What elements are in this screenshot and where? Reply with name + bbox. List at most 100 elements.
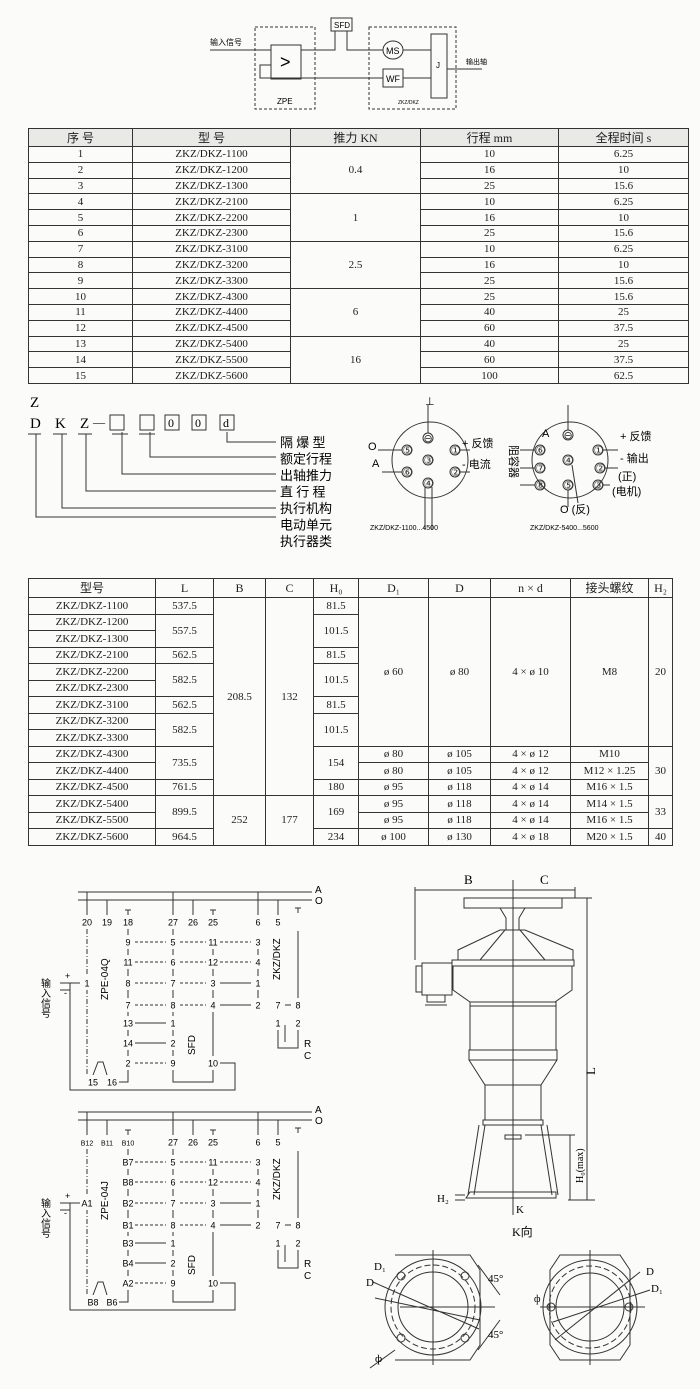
actuator-label: ZKZ/DKZ: [272, 1158, 283, 1200]
terminal-node: [166, 955, 180, 969]
column-header: 型号: [28, 578, 156, 598]
terminal-node: [121, 1135, 135, 1149]
terminal-number: B2: [122, 1199, 133, 1209]
terminal-node: [251, 1196, 265, 1210]
table-cell: ø 130: [428, 828, 491, 846]
terminal-number: 4: [210, 1221, 215, 1231]
terminal-number: 1: [255, 1199, 260, 1209]
code-box-value: 0: [195, 416, 201, 430]
terminal-node: [206, 998, 220, 1012]
pin-number: ③: [594, 480, 604, 492]
code-letter-k: K: [55, 416, 66, 432]
terminal-node: [251, 1218, 265, 1232]
table-cell: ø 95: [358, 778, 429, 796]
table-cell: ø 105: [428, 762, 491, 780]
terminal-number: 2: [295, 1239, 300, 1249]
terminal-node: [206, 1196, 220, 1210]
pin-diagram-caption-2: ZKZ/DKZ-5400...5600: [530, 525, 599, 532]
terminal-node: [186, 1135, 200, 1149]
terminal-number: 14: [123, 1039, 133, 1049]
table-cell: 132: [265, 597, 314, 796]
junction-box: [421, 962, 453, 996]
terminal-node: [86, 1075, 100, 1089]
terminal-node: [206, 1218, 220, 1232]
table-cell: 537.5: [155, 597, 214, 615]
ms-label: MS: [386, 46, 400, 56]
terminal-node: [166, 1155, 180, 1169]
table-cell: 169: [313, 795, 359, 829]
terminal-node: [166, 1218, 180, 1232]
terminal-node: [206, 1175, 220, 1189]
terminal-node: [121, 1056, 135, 1070]
terminal-number: 10: [208, 1279, 218, 1289]
pin-number: ⊖: [424, 433, 433, 445]
table-cell: 81.5: [313, 597, 359, 615]
pin-number: ④: [424, 478, 434, 490]
table-cell: 101.5: [313, 712, 359, 747]
terminal-node: [271, 1016, 285, 1030]
terminal-number: B3: [122, 1239, 133, 1249]
terminal-node: [206, 935, 220, 949]
terminal-node: [121, 1256, 135, 1270]
terminal-node: [166, 1276, 180, 1290]
pin-number: ②: [596, 463, 606, 475]
code-box-value: 0: [168, 416, 174, 430]
actuator-label: ZKZ/DKZ: [272, 938, 283, 980]
terminal-number: 1: [275, 1239, 280, 1249]
terminal-number: B8: [87, 1298, 98, 1308]
code-letter-z: Z: [80, 416, 89, 432]
table-cell: 101.5: [313, 613, 359, 648]
terminal-node: [166, 915, 180, 929]
r-label: R: [304, 1039, 311, 1050]
terminal-node: [121, 1196, 135, 1210]
terminal-number: B4: [122, 1259, 133, 1269]
table-cell: M20 × 1.5: [570, 828, 649, 846]
table-row: ZKZ/DKZ-2300: [28, 679, 673, 697]
terminal-number: 5: [170, 938, 175, 948]
code-label: 直 行 程: [280, 485, 326, 500]
terminal-number: 18: [123, 918, 133, 928]
terminal-node: [121, 1175, 135, 1189]
terminal-node: [271, 1135, 285, 1149]
terminal-node: [271, 1236, 285, 1250]
code-letter-d: D: [30, 416, 41, 432]
terminal-number: 13: [123, 1019, 133, 1029]
table-cell: ZKZ/DKZ-2100: [28, 646, 156, 664]
terminal-number: 6: [170, 958, 175, 968]
terminal-node: [121, 1036, 135, 1050]
pin-label-rc: 阻容器: [507, 445, 521, 478]
code-label: 隔 爆 型: [280, 435, 326, 450]
terminal-number: 6: [255, 918, 260, 928]
column-header: 接头螺纹: [570, 578, 649, 598]
terminal-number: 1: [170, 1239, 175, 1249]
pin-number: ⑥: [403, 467, 413, 479]
terminal-number: 4: [255, 1178, 260, 1188]
pin-number: ⑤: [564, 480, 574, 492]
table-cell: ZKZ/DKZ-3100: [28, 696, 156, 714]
terminal-number: B10: [122, 1141, 135, 1148]
terminal-number: 5: [275, 1138, 280, 1148]
terminal-node: [86, 1295, 100, 1309]
table-cell: 0.4: [290, 145, 421, 195]
d1-label-left: D₁: [374, 1261, 386, 1273]
terminal-node: [251, 976, 265, 990]
terminal-number: 4: [210, 1001, 215, 1011]
code-box: [109, 414, 125, 431]
terminal-node: [121, 1276, 135, 1290]
table-cell: 582.5: [155, 712, 214, 747]
table-cell: ø 60: [358, 597, 429, 747]
terminal-number: 27: [168, 1138, 178, 1148]
bus-a-label: A: [315, 885, 322, 896]
table-cell: 1: [290, 193, 421, 242]
terminal-number: 3: [210, 979, 215, 989]
terminal-number: 8: [295, 1221, 300, 1231]
terminal-node: [121, 998, 135, 1012]
ground-symbol: ⊥: [425, 396, 435, 408]
